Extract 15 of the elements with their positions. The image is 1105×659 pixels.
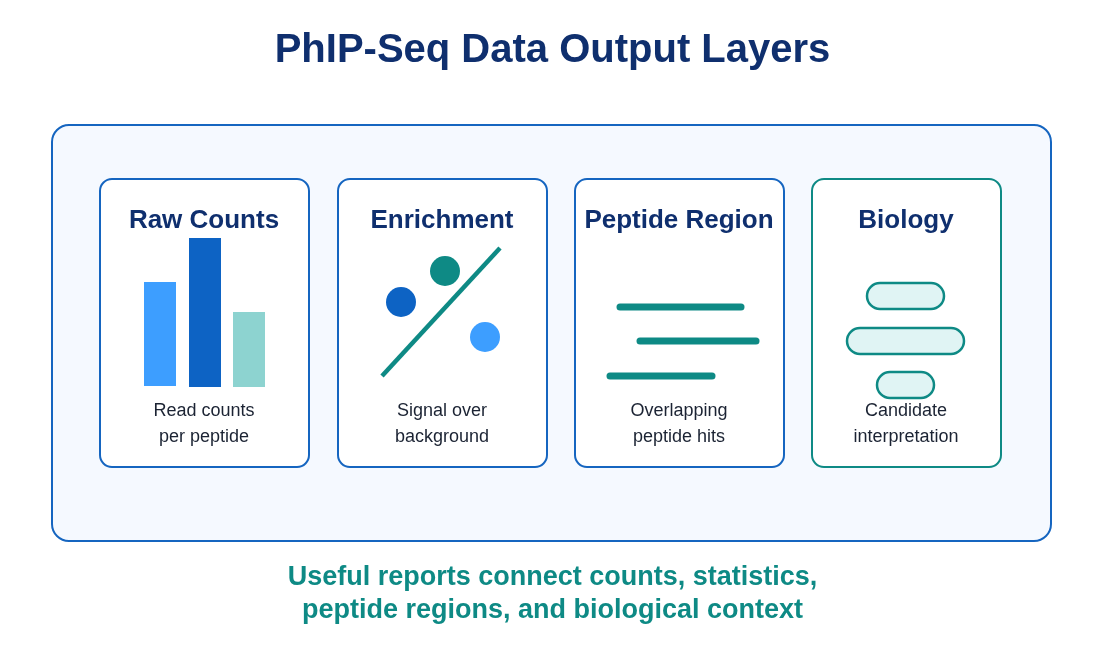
diagram-title: PhIP-Seq Data Output Layers: [274, 25, 831, 72]
card-description: Signal over background: [393, 398, 491, 448]
card-heading: Biology: [858, 202, 954, 235]
card-heading: Enrichment: [370, 202, 514, 235]
layer-card: [810, 177, 1002, 468]
caption: Useful reports connect counts, statistics, peptide regions, and biological context: [286, 560, 819, 626]
card-heading: Raw Counts: [128, 202, 280, 235]
layer-card: [98, 177, 310, 468]
card-heading: Peptide Region: [584, 202, 774, 235]
card-description: Overlapping peptide hits: [629, 398, 729, 448]
card-description: Read counts per peptide: [152, 398, 256, 448]
outer-panel: [51, 124, 1052, 542]
card-description: Candidate interpretation: [852, 398, 960, 448]
layer-card: [336, 177, 548, 468]
layer-card: [573, 177, 785, 468]
